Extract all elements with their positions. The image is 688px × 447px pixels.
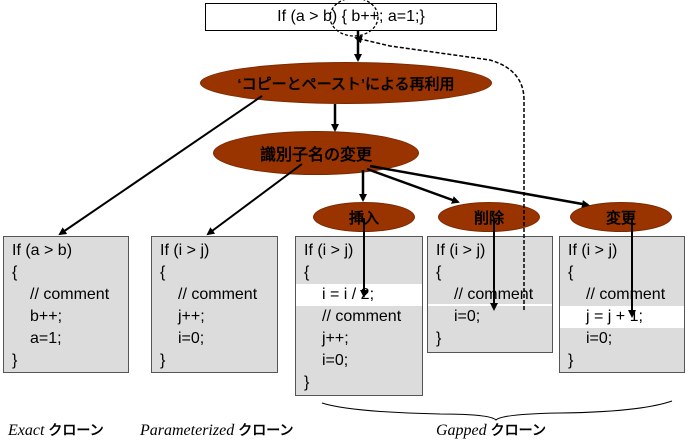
caption-en: Exact [8, 422, 45, 439]
code-line: { [160, 264, 166, 281]
inserted-code-line: i = i / 2; [296, 284, 422, 306]
code-line: // comment [428, 284, 552, 306]
code-line: // comment [178, 286, 258, 303]
code-line: If (i > j) [568, 242, 618, 259]
copy-paste-reuse-node: ‘コピーとペースト’による再利用 [200, 62, 492, 104]
insert-node: 挿入 [313, 202, 415, 232]
arrow-rename-to-modify [369, 164, 590, 208]
arrow-rename-to-delete [366, 167, 460, 204]
delete-label: 削除 [473, 209, 504, 227]
modified-code-line: j = j + 1; [560, 306, 684, 328]
code-line: // comment [586, 286, 666, 303]
gapped-brace [321, 400, 673, 421]
caption-ja: クローン [48, 423, 104, 439]
caption-ja: クローン [490, 423, 546, 439]
identifier-rename-node: 識別子名の変更 [213, 131, 419, 175]
code-line: If (i > j) [304, 242, 354, 259]
code-line: // comment [322, 308, 402, 325]
modify-clone-box: If (i > j) { // comment j = j + 1; i=0; … [559, 236, 685, 373]
code-line: If (i > j) [436, 242, 486, 259]
code-line: j++; [322, 330, 349, 347]
insert-clone-box: If (i > j) { i = i / 2; // comment j++; … [295, 236, 423, 396]
code-line: { [436, 264, 442, 281]
code-line: { [304, 264, 310, 281]
code-line: } [568, 352, 574, 369]
code-line: i=0; [586, 330, 613, 347]
code-line: If (a > b) [12, 242, 73, 259]
exact-clone-caption: Exact クローン [8, 420, 104, 440]
code-line: If (i > j) [160, 242, 210, 259]
code-line: j++; [178, 308, 205, 325]
gapped-clone-caption: Gapped クローン [436, 420, 546, 440]
caption-en: Parameterized [140, 422, 235, 439]
code-line: } [160, 352, 166, 369]
caption-ja: クローン [238, 423, 294, 439]
parameterized-clone-caption: Parameterized クローン [140, 420, 294, 440]
code-line: i=0; [178, 330, 205, 347]
original-code-box: If (a > b) { b++; a=1;} [205, 3, 497, 31]
code-line: b++; [30, 308, 63, 325]
caption-en: Gapped [436, 422, 487, 439]
identifier-rename-label: 識別子名の変更 [259, 147, 372, 164]
delete-node: 削除 [438, 202, 540, 232]
code-line: // comment [30, 286, 110, 303]
modify-node: 変更 [570, 202, 672, 232]
code-line: i=0; [322, 352, 349, 369]
exact-clone-box: If (a > b) { // comment b++; a=1; } [3, 236, 129, 373]
code-line: { [12, 264, 18, 281]
delete-clone-box: If (i > j) { // comment i=0; } [427, 236, 553, 353]
modify-label: 変更 [605, 209, 636, 227]
code-line: { [568, 264, 574, 281]
code-line: } [436, 330, 442, 347]
code-line: a=1; [30, 330, 62, 347]
insert-label: 挿入 [348, 209, 379, 227]
code-line: } [304, 374, 310, 391]
copy-paste-reuse-label: ‘コピーとペースト’による再利用 [237, 75, 455, 93]
code-line: } [12, 352, 18, 369]
arrow-rename-to-param [206, 163, 303, 236]
parameterized-clone-box: If (i > j) { // comment j++; i=0; } [151, 236, 278, 373]
code-line: i=0; [454, 308, 481, 325]
